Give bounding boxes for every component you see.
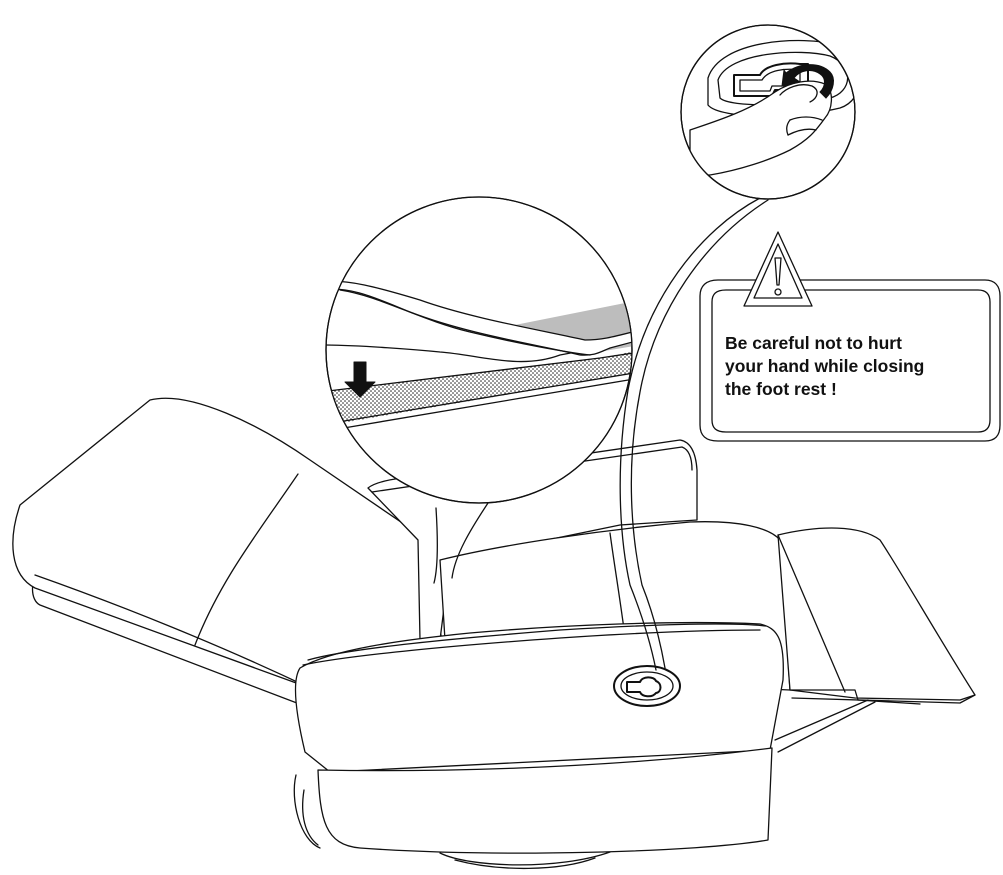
footrest <box>778 528 975 700</box>
warning-triangle-icon <box>744 232 812 306</box>
warning-line-2: your hand while closing <box>725 356 924 376</box>
warning-line-3: the foot rest ! <box>725 379 837 399</box>
warning-sign: Be careful not to hurt your hand while c… <box>700 232 1000 441</box>
warning-line-1: Be careful not to hurt <box>725 333 902 353</box>
